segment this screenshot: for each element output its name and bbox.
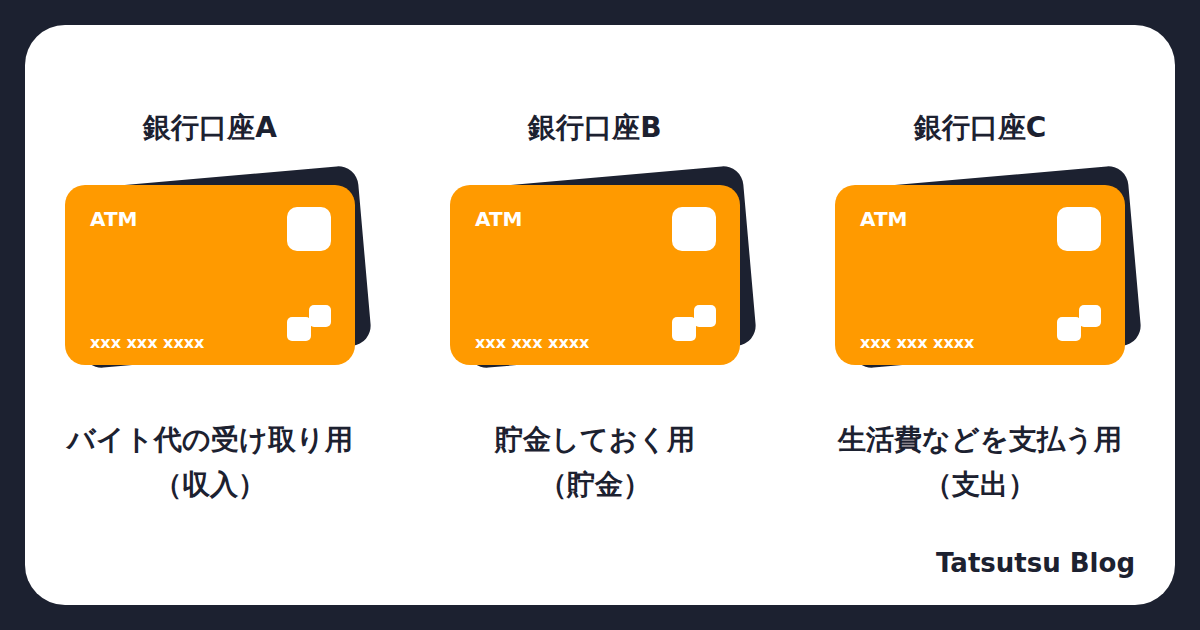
atm-label: ATM <box>475 207 522 231</box>
card-logo <box>1057 317 1081 341</box>
card-number: xxx xxx xxxx <box>90 333 204 352</box>
purpose-category: （貯金） <box>539 468 651 502</box>
card-chip <box>287 207 331 251</box>
card-logo <box>694 305 716 327</box>
card-chip <box>1057 207 1101 251</box>
blog-watermark: Tatsutsu Blog <box>936 548 1135 579</box>
card-logo <box>309 305 331 327</box>
atm-label: ATM <box>860 207 907 231</box>
card-number: xxx xxx xxxx <box>475 333 589 352</box>
bank-card: 銀行口座CATMxxx xxx xxxx生活費などを支払う用（支出） <box>835 185 1125 365</box>
purpose-category: （収入） <box>154 468 266 502</box>
account-heading: 銀行口座A <box>143 111 277 145</box>
card-logo <box>287 317 311 341</box>
purpose-text: バイト代の受け取り用 <box>67 423 353 457</box>
card-number: xxx xxx xxxx <box>860 333 974 352</box>
purpose-category: （支出） <box>924 468 1036 502</box>
purpose-text: 貯金しておく用 <box>495 423 695 457</box>
card-logo <box>1079 305 1101 327</box>
bank-card: 銀行口座BATMxxx xxx xxxx貯金しておく用（貯金） <box>450 185 740 365</box>
card-chip <box>672 207 716 251</box>
card-logo <box>672 317 696 341</box>
bank-card: 銀行口座AATMxxx xxx xxxxバイト代の受け取り用（収入） <box>65 185 355 365</box>
account-heading: 銀行口座B <box>528 111 661 145</box>
account-heading: 銀行口座C <box>914 111 1047 145</box>
atm-label: ATM <box>90 207 137 231</box>
purpose-text: 生活費などを支払う用 <box>838 423 1122 457</box>
white-panel <box>25 25 1175 605</box>
